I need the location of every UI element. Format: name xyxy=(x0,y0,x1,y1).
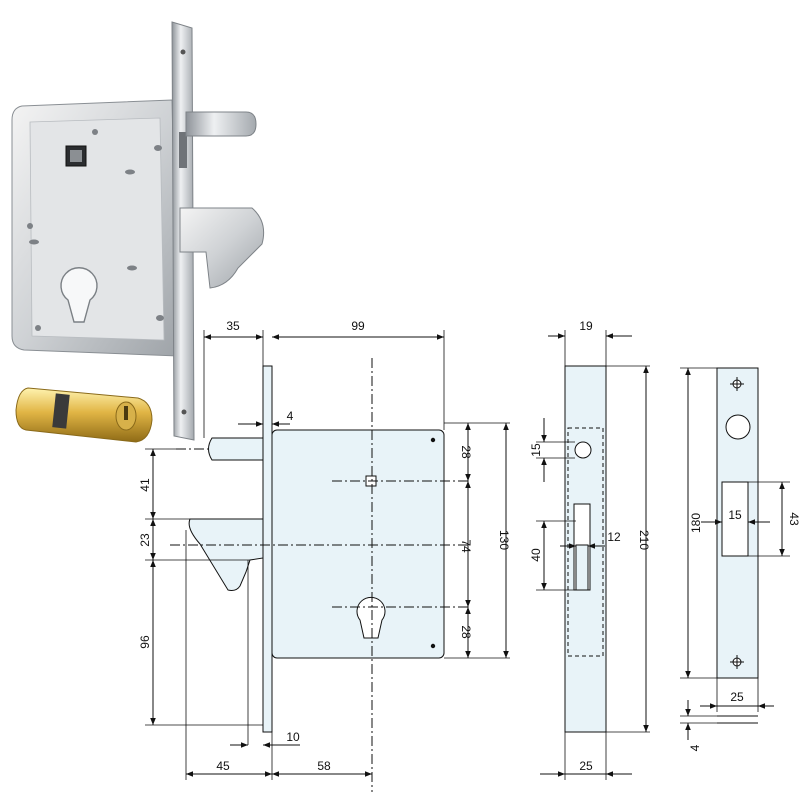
strike-hole xyxy=(725,414,751,440)
dim-backset: 35 xyxy=(226,319,240,333)
dim-faceplate-depth: 19 xyxy=(579,319,593,333)
bolt-pin xyxy=(208,437,264,461)
screw-hole xyxy=(430,643,436,649)
hook-bolt-photo xyxy=(179,111,265,289)
hook-tongue xyxy=(575,544,589,591)
dim-case-depth: 25 xyxy=(579,759,593,773)
dim-opening-width: 15 xyxy=(728,508,742,522)
dim-faceplate-height: 210 xyxy=(637,530,651,550)
side-view: 19 15 40 12 210 25 xyxy=(529,319,651,780)
dim-lower-hole: 28 xyxy=(459,625,473,639)
strike-opening xyxy=(721,481,749,557)
screw-hole xyxy=(430,437,436,443)
dim-strike-height: 180 xyxy=(689,513,703,533)
dim-hook-to-bottom: 96 xyxy=(138,635,152,649)
lock-body-photo xyxy=(11,99,179,357)
dim-hook-width: 12 xyxy=(607,530,621,544)
dim-bolt-to-center: 41 xyxy=(138,478,152,492)
faceplate xyxy=(262,365,273,733)
dim-opening-height: 43 xyxy=(787,512,800,526)
dim-bolt-hole: 15 xyxy=(529,443,543,457)
dim-center-distance: 74 xyxy=(459,539,473,553)
bolt-hole xyxy=(574,441,592,459)
front-view: 35 99 4 28 74 28 130 41 23 96 10 45 58 xyxy=(138,319,511,792)
dim-faceplate-thickness: 4 xyxy=(287,409,294,423)
dim-hook-height: 23 xyxy=(138,533,152,547)
cylinder-hole xyxy=(356,596,386,639)
hook xyxy=(188,518,264,591)
case-outline xyxy=(567,427,604,657)
dim-upper-hole: 28 xyxy=(459,445,473,459)
dim-strike-thickness: 4 xyxy=(688,744,702,751)
lock-case xyxy=(271,429,445,659)
cylinder-photo xyxy=(15,387,153,443)
dim-case-height: 130 xyxy=(497,530,511,550)
dim-faceplate-gap: 10 xyxy=(286,730,300,744)
dim-case-width: 99 xyxy=(351,319,365,333)
dim-hook-projection: 45 xyxy=(216,759,230,773)
strike-plate-view: 180 15 43 25 4 xyxy=(680,367,800,751)
dim-hook-slot: 40 xyxy=(529,548,543,562)
dim-key-backset: 58 xyxy=(317,759,331,773)
dim-strike-width: 25 xyxy=(730,690,744,704)
